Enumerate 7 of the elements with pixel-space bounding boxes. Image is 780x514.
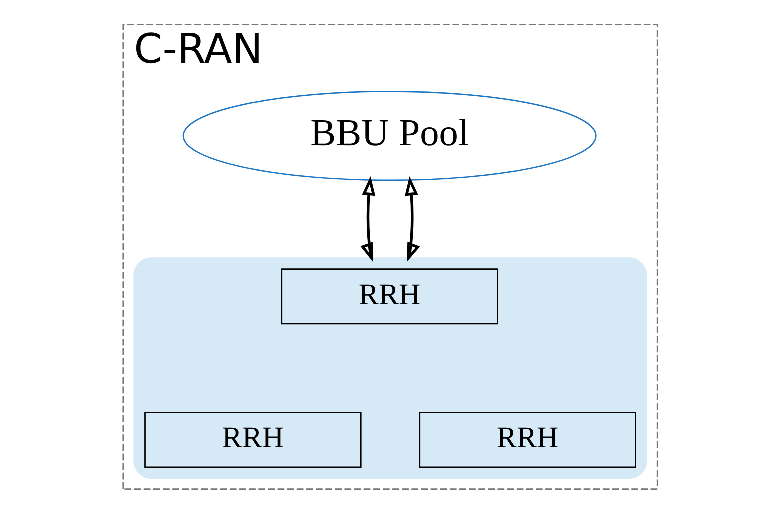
arrow	[360, 176, 376, 262]
node-box: RRH	[418, 412, 636, 468]
node-ellipse: BBU Pool	[182, 91, 596, 182]
arrow	[404, 176, 420, 262]
node-box: RRH	[144, 412, 362, 468]
node-box: RRH	[280, 268, 498, 325]
cluster	[133, 258, 647, 480]
